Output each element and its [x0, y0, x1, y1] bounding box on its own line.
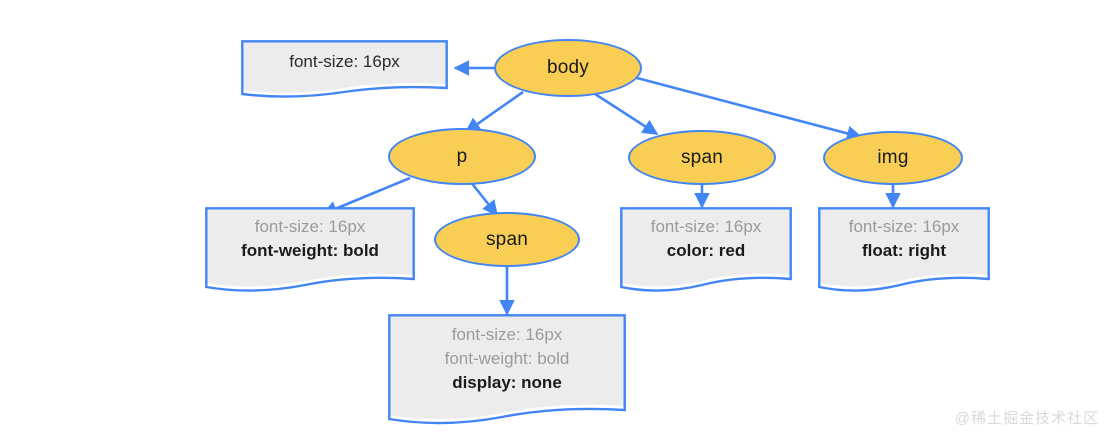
- note-body: font-size: 16px: [241, 40, 448, 98]
- note-img: font-size: 16px float: right: [818, 207, 990, 293]
- declaration-line: font-size: 16px: [254, 217, 366, 236]
- node-label: p: [456, 145, 468, 167]
- node-label: img: [877, 147, 909, 168]
- declaration-line: color: red: [666, 241, 746, 261]
- note-lines: font-size: 16px float: right: [818, 207, 990, 263]
- note-span-nested: font-size: 16px font-weight: bold displa…: [388, 314, 626, 427]
- edge-body-to-p: [464, 90, 524, 134]
- node-p[interactable]: p: [388, 128, 536, 185]
- edge-p-to-span-nested: [468, 180, 499, 217]
- node-label: span: [485, 228, 528, 250]
- node-label: span: [680, 146, 723, 168]
- note-lines: font-size: 16px color: red: [620, 207, 792, 263]
- declaration-line: display: none: [452, 373, 562, 393]
- node-label: body: [546, 57, 589, 78]
- note-p: font-size: 16px font-weight: bold: [205, 207, 415, 293]
- note-lines: font-size: 16px font-weight: bold: [205, 207, 415, 263]
- declaration-line: font-size: 16px: [451, 325, 563, 344]
- declaration-line: font-size: 16px: [650, 217, 762, 236]
- note-paper: [205, 207, 415, 293]
- declaration-line: float: right: [861, 241, 947, 261]
- note-paper: [818, 207, 990, 293]
- note-lines: font-size: 16px font-weight: bold displa…: [388, 314, 626, 395]
- node-span-nested[interactable]: span: [434, 212, 580, 267]
- edge-body-to-img: [636, 76, 863, 141]
- declaration-line: font-size: 16px: [289, 52, 400, 71]
- node-img[interactable]: img: [823, 131, 963, 185]
- note-span-top: font-size: 16px color: red: [620, 207, 792, 293]
- declaration-line: font-weight: bold: [444, 349, 570, 369]
- node-body[interactable]: body: [494, 39, 642, 97]
- note-paper: [241, 40, 448, 98]
- declaration-line: font-size: 16px: [848, 217, 960, 236]
- note-lines: font-size: 16px: [241, 40, 448, 74]
- node-span-top[interactable]: span: [628, 130, 776, 185]
- watermark: @稀土掘金技术社区: [954, 410, 1099, 427]
- declaration-line: font-weight: bold: [241, 241, 379, 261]
- note-paper: [388, 314, 626, 427]
- edge-body-to-span-top: [591, 90, 659, 136]
- note-paper: [620, 207, 792, 293]
